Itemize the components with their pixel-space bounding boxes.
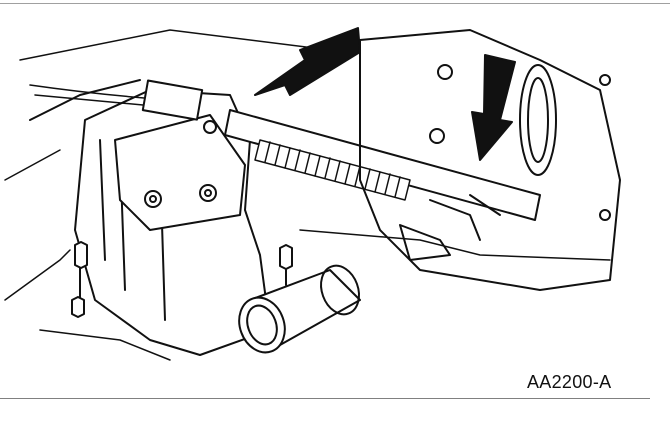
top-rule xyxy=(0,3,670,4)
arrow-cable-connector xyxy=(254,27,361,96)
cable-housing xyxy=(224,109,541,221)
arrow-cable-bracket xyxy=(471,54,516,161)
figure-label: AA2200-A xyxy=(527,372,612,392)
mounting-bracket xyxy=(114,114,246,231)
bolts xyxy=(71,241,293,318)
engine-line-drawing xyxy=(4,27,621,361)
bottom-rule xyxy=(0,398,650,399)
throttle-linkage xyxy=(399,224,451,261)
throttle-bore xyxy=(519,64,557,176)
cable-connector xyxy=(141,79,204,121)
intake-tube xyxy=(238,264,361,354)
intake-housing xyxy=(74,89,271,356)
throttle-body xyxy=(359,29,621,291)
